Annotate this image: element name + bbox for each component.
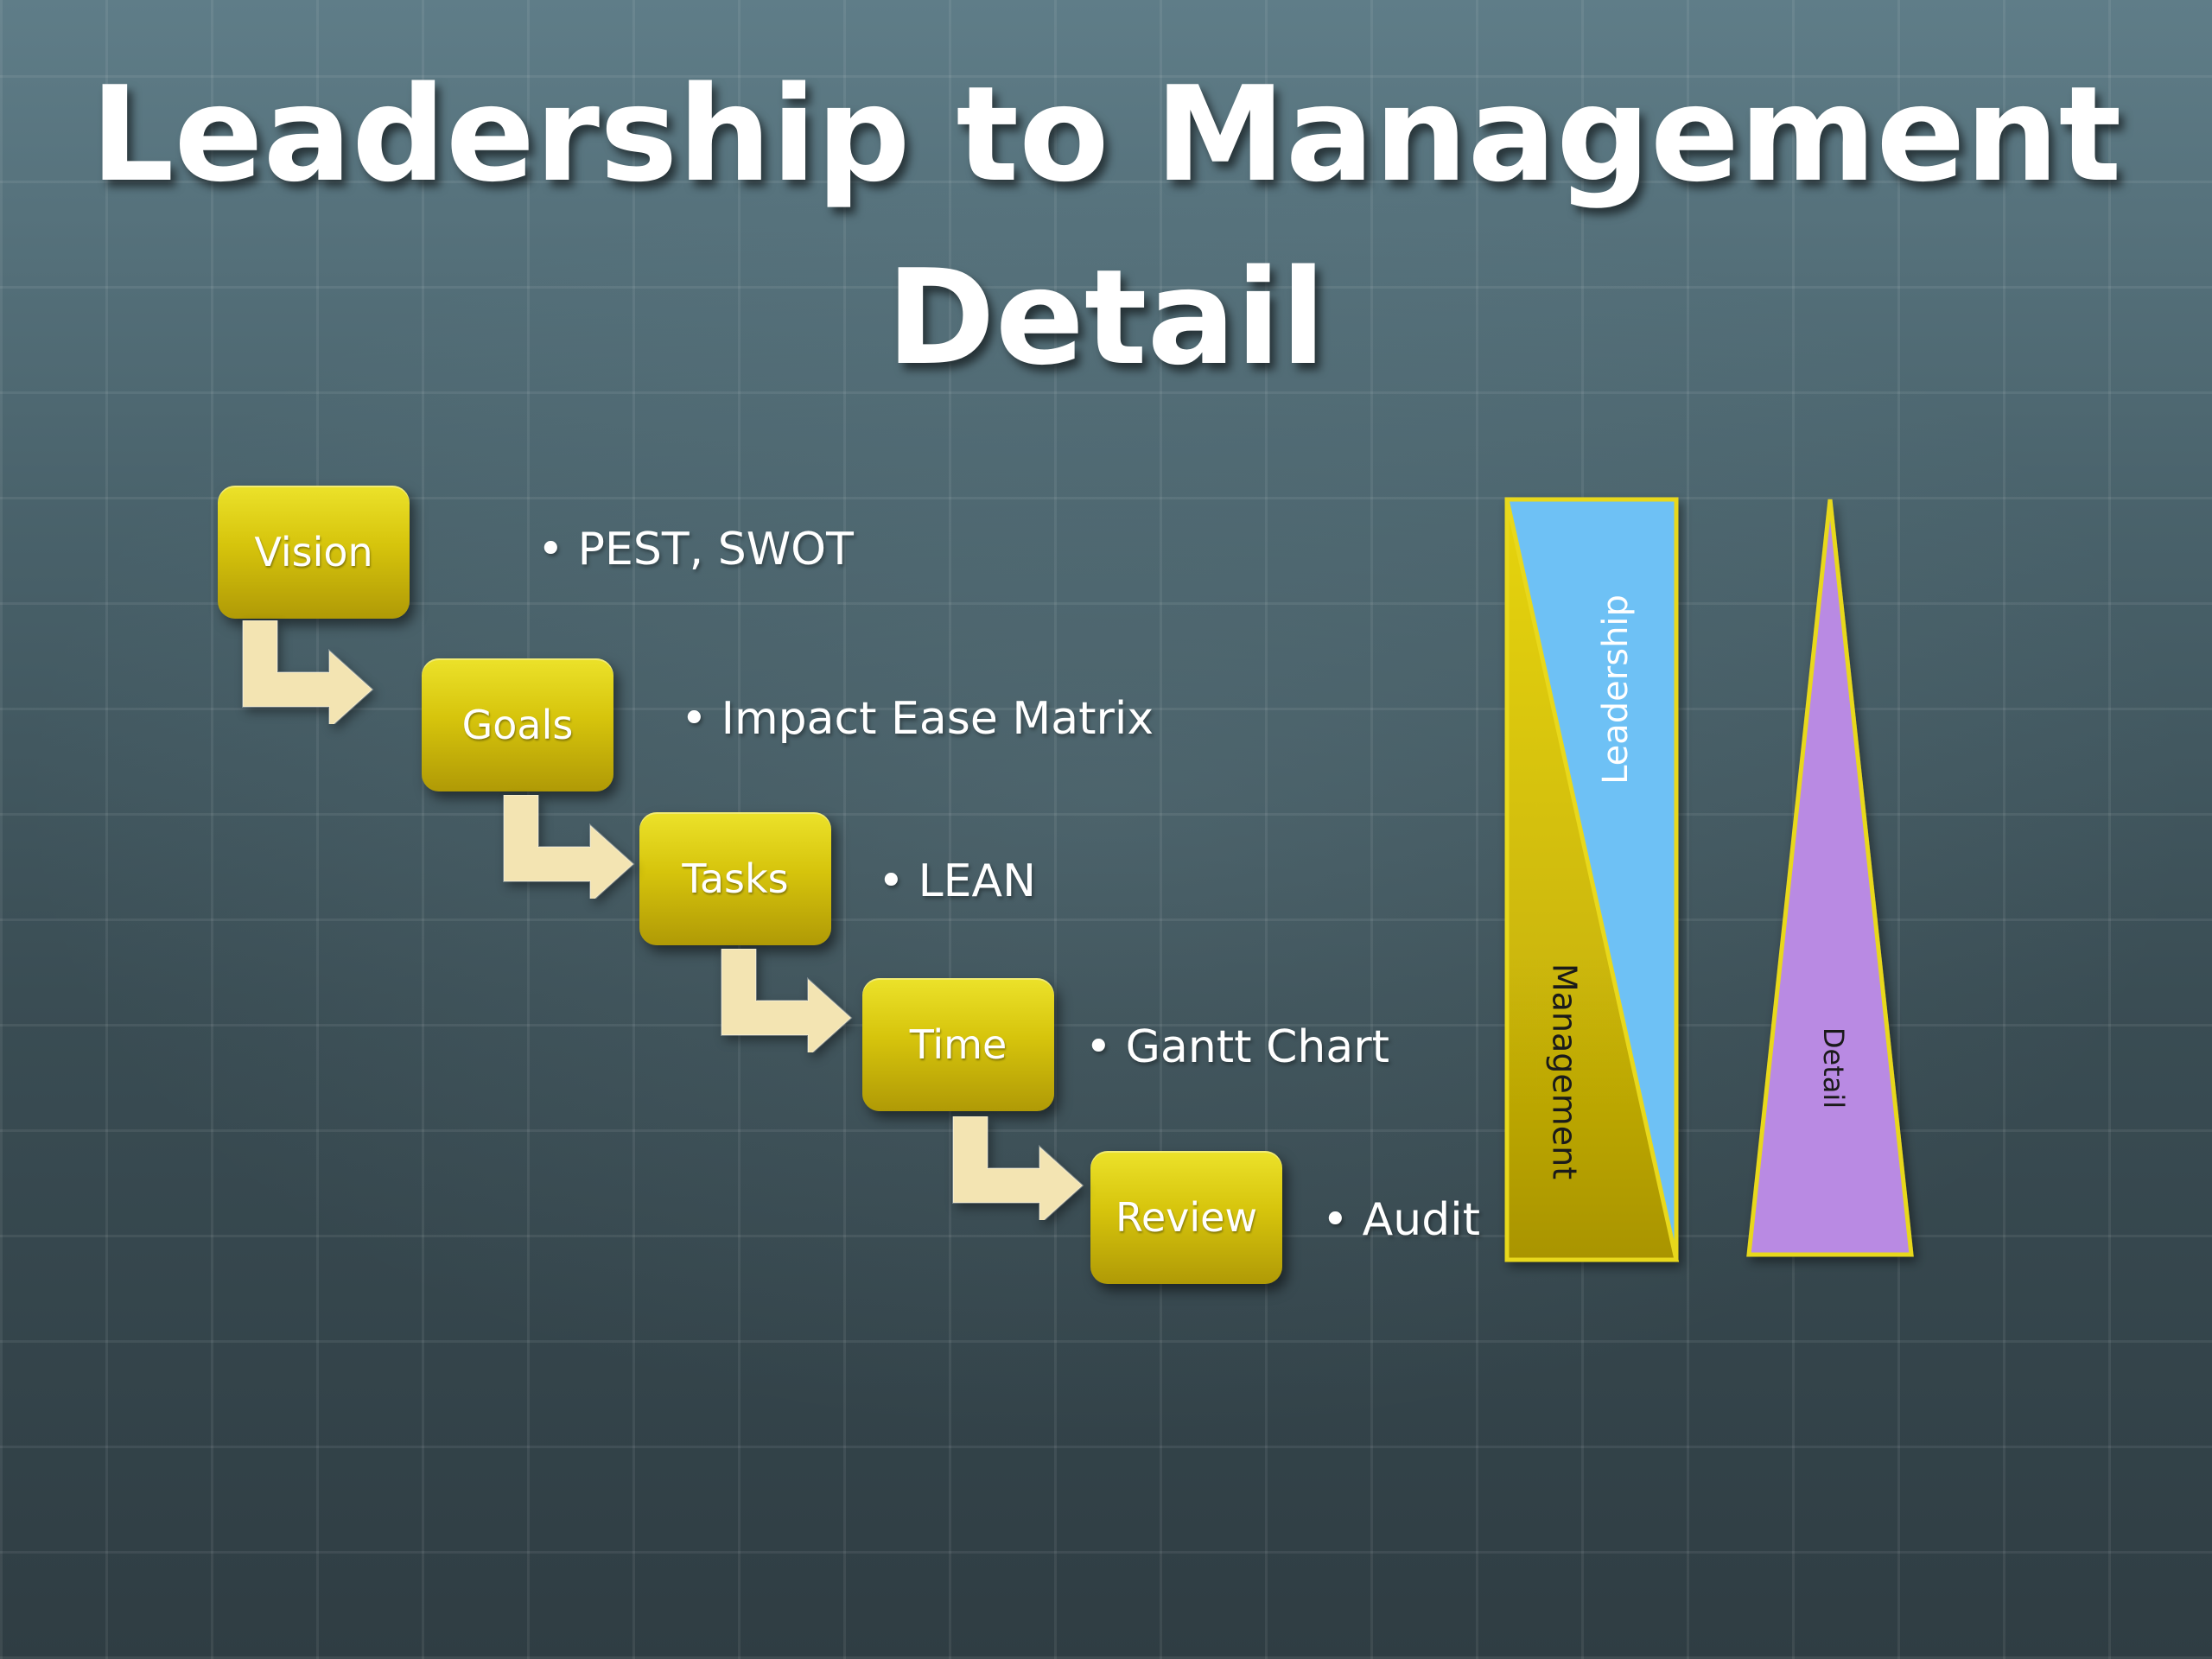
leadership-management-diagram: Leadership Management Detail	[1504, 497, 1914, 1262]
management-label: Management	[1546, 963, 1584, 1179]
step-label: Review	[1115, 1194, 1258, 1241]
step-label: Goals	[461, 702, 574, 748]
bullet-text: Gantt Chart	[1125, 1021, 1389, 1073]
detail-label: Detail	[1817, 1027, 1850, 1109]
bent-arrow-icon	[242, 620, 374, 724]
bent-arrow-icon	[952, 1116, 1084, 1220]
bullet-dot: •	[878, 855, 905, 907]
bullet-text: PEST, SWOT	[577, 524, 854, 575]
leadership-label: Leadership	[1596, 594, 1636, 785]
bullet-text: Impact Ease Matrix	[721, 693, 1154, 745]
step-box-time: Time	[862, 978, 1054, 1111]
bullet-item-impact-ease-matrix: •Impact Ease Matrix	[681, 693, 1154, 745]
slide-title: Leadership to Management Detail	[0, 43, 2212, 410]
step-box-review: Review	[1090, 1151, 1282, 1284]
step-label: Time	[909, 1021, 1007, 1068]
detail-triangle	[1746, 499, 1914, 1257]
bullet-dot: •	[1085, 1021, 1112, 1073]
bullet-item-lean: •LEAN	[878, 855, 1036, 907]
bent-arrow-icon	[503, 795, 635, 899]
bullet-item-pest-swot: • PEST, SWOT	[537, 524, 854, 575]
step-box-goals: Goals	[422, 658, 613, 791]
bullet-item-gantt-chart: •Gantt Chart	[1085, 1021, 1389, 1073]
bullet-text: LEAN	[918, 855, 1036, 907]
step-box-tasks: Tasks	[639, 812, 831, 945]
bullet-item-audit: •Audit	[1322, 1194, 1480, 1246]
step-box-vision: Vision	[218, 486, 410, 619]
bullet-text: Audit	[1362, 1194, 1481, 1246]
bent-arrow-icon	[721, 949, 853, 1052]
bullet-dot: •	[537, 524, 564, 575]
bullet-dot: •	[1322, 1194, 1349, 1246]
title-line-1: Leadership to Management	[90, 58, 2122, 211]
title-line-2: Detail	[886, 241, 1326, 394]
step-label: Tasks	[682, 855, 789, 902]
management-wedge	[1504, 499, 1680, 1262]
step-label: Vision	[254, 529, 373, 575]
bullet-dot: •	[681, 693, 708, 745]
